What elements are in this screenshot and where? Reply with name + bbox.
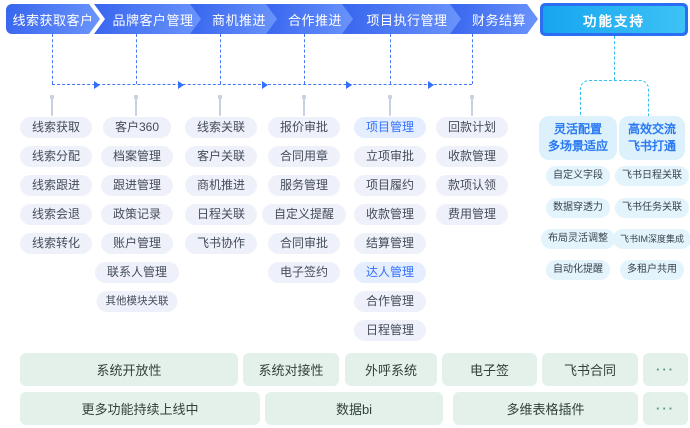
capability-box-call-system: 外呼系统 — [345, 353, 437, 386]
connector-line — [472, 34, 473, 84]
feature-pill: 电子签约 — [267, 262, 341, 283]
feature-pill-highlight: 达人管理 — [353, 262, 427, 283]
drop-line — [302, 95, 306, 116]
feature-pill: 线索获取 — [19, 117, 93, 138]
feature-pill-highlight: 项目管理 — [353, 117, 427, 138]
feature-pill: 客户360 — [102, 117, 172, 138]
support-branch-line — [580, 80, 649, 117]
feature-pill: 自定义提醒 — [261, 204, 347, 225]
support-button[interactable]: 功能支持 — [540, 3, 688, 36]
stage-finance-settlement[interactable]: 财务结算 — [450, 4, 538, 34]
support-group-title-line1: 灵活配置 — [553, 122, 603, 136]
drop-line — [388, 95, 392, 116]
support-item: 自定义字段 — [546, 166, 610, 186]
support-item: 飞书日程关联 — [615, 166, 689, 186]
feature-pill: 收款管理 — [353, 204, 427, 225]
arrow-right-icon — [178, 81, 184, 89]
support-group-title-line1: 高效交流 — [627, 122, 677, 136]
feature-pill: 政策记录 — [100, 204, 174, 225]
feature-pill: 服务管理 — [267, 175, 341, 196]
arrow-right-icon — [346, 81, 352, 89]
feature-pill: 收款管理 — [435, 146, 509, 167]
feature-pill: 其他模块关联 — [96, 291, 178, 312]
support-item: 数据穿透力 — [546, 198, 610, 218]
feature-pill: 合同用章 — [267, 146, 341, 167]
connector-line — [220, 34, 221, 84]
feature-pill: 日程管理 — [353, 320, 427, 341]
more-icon[interactable]: ··· — [643, 392, 688, 425]
feature-pill: 款项认领 — [435, 175, 509, 196]
support-connector-line — [614, 36, 615, 80]
feature-pill: 跟进管理 — [100, 175, 174, 196]
support-item: 飞书IM深度集成 — [613, 229, 690, 249]
feature-pill: 立项审批 — [353, 146, 427, 167]
support-group-title-line2: 多场景适应 — [547, 139, 609, 153]
feature-pill: 客户关联 — [184, 146, 258, 167]
support-item: 自动化提醒 — [546, 260, 610, 280]
stage-lead-acquisition[interactable]: 线索获取客户 — [6, 4, 100, 34]
support-group-feishu-connect: 高效交流 飞书打通 — [618, 116, 686, 160]
feature-pill: 项目履约 — [353, 175, 427, 196]
feature-pill: 线索分配 — [19, 146, 93, 167]
capability-box-data-bi: 数据bi — [265, 392, 443, 425]
feature-pill: 档案管理 — [100, 146, 174, 167]
support-item: 飞书任务关联 — [615, 198, 689, 218]
capability-box-bitable-plugin: 多维表格插件 — [453, 392, 638, 425]
support-item: 多租户共用 — [620, 260, 684, 280]
feature-pill: 回款计划 — [435, 117, 509, 138]
feature-pill: 线索会退 — [19, 204, 93, 225]
connector-line — [304, 34, 305, 84]
feature-pill: 结算管理 — [353, 233, 427, 254]
arrow-right-icon — [262, 81, 268, 89]
support-group-flexible-config: 灵活配置 多场景适应 — [538, 116, 618, 160]
feature-pill: 线索关联 — [184, 117, 258, 138]
stage-project-execution[interactable]: 项目执行管理 — [342, 4, 462, 34]
feature-pill: 飞书协作 — [184, 233, 258, 254]
drop-line — [470, 95, 474, 116]
feature-pill: 线索转化 — [19, 233, 93, 254]
stage-opportunity[interactable]: 商机推进 — [190, 4, 278, 34]
drop-line — [50, 95, 54, 116]
capability-box-more-features: 更多功能持续上线中 — [20, 392, 260, 425]
feature-pill: 费用管理 — [435, 204, 509, 225]
capability-box-esign: 电子签 — [442, 353, 537, 386]
feature-pill: 账户管理 — [100, 233, 174, 254]
feature-pill: 线索跟进 — [19, 175, 93, 196]
feature-pill: 合作管理 — [353, 291, 427, 312]
support-group-title-line2: 飞书打通 — [627, 139, 677, 153]
capability-box-integration: 系统对接性 — [243, 353, 339, 386]
arrow-right-icon — [428, 81, 434, 89]
feature-pill: 日程关联 — [184, 204, 258, 225]
connector-line — [52, 34, 53, 84]
drop-line — [134, 95, 138, 116]
support-item: 布局灵活调整 — [541, 229, 615, 249]
arrow-right-icon — [94, 81, 100, 89]
capability-box-openness: 系统开放性 — [20, 353, 238, 386]
connector-line — [390, 34, 391, 84]
feature-pill: 报价审批 — [267, 117, 341, 138]
capability-box-feishu-contract: 飞书合同 — [542, 353, 638, 386]
stage-cooperation[interactable]: 合作推进 — [266, 4, 354, 34]
feature-pill: 联系人管理 — [94, 262, 180, 283]
connector-line — [136, 34, 137, 84]
feature-pill: 合同审批 — [267, 233, 341, 254]
stage-brand-customer[interactable]: 品牌客户管理 — [94, 4, 202, 34]
more-icon[interactable]: ··· — [643, 353, 688, 386]
drop-line — [218, 95, 222, 116]
feature-pill: 商机推进 — [184, 175, 258, 196]
support-button-label: 功能支持 — [543, 6, 685, 33]
